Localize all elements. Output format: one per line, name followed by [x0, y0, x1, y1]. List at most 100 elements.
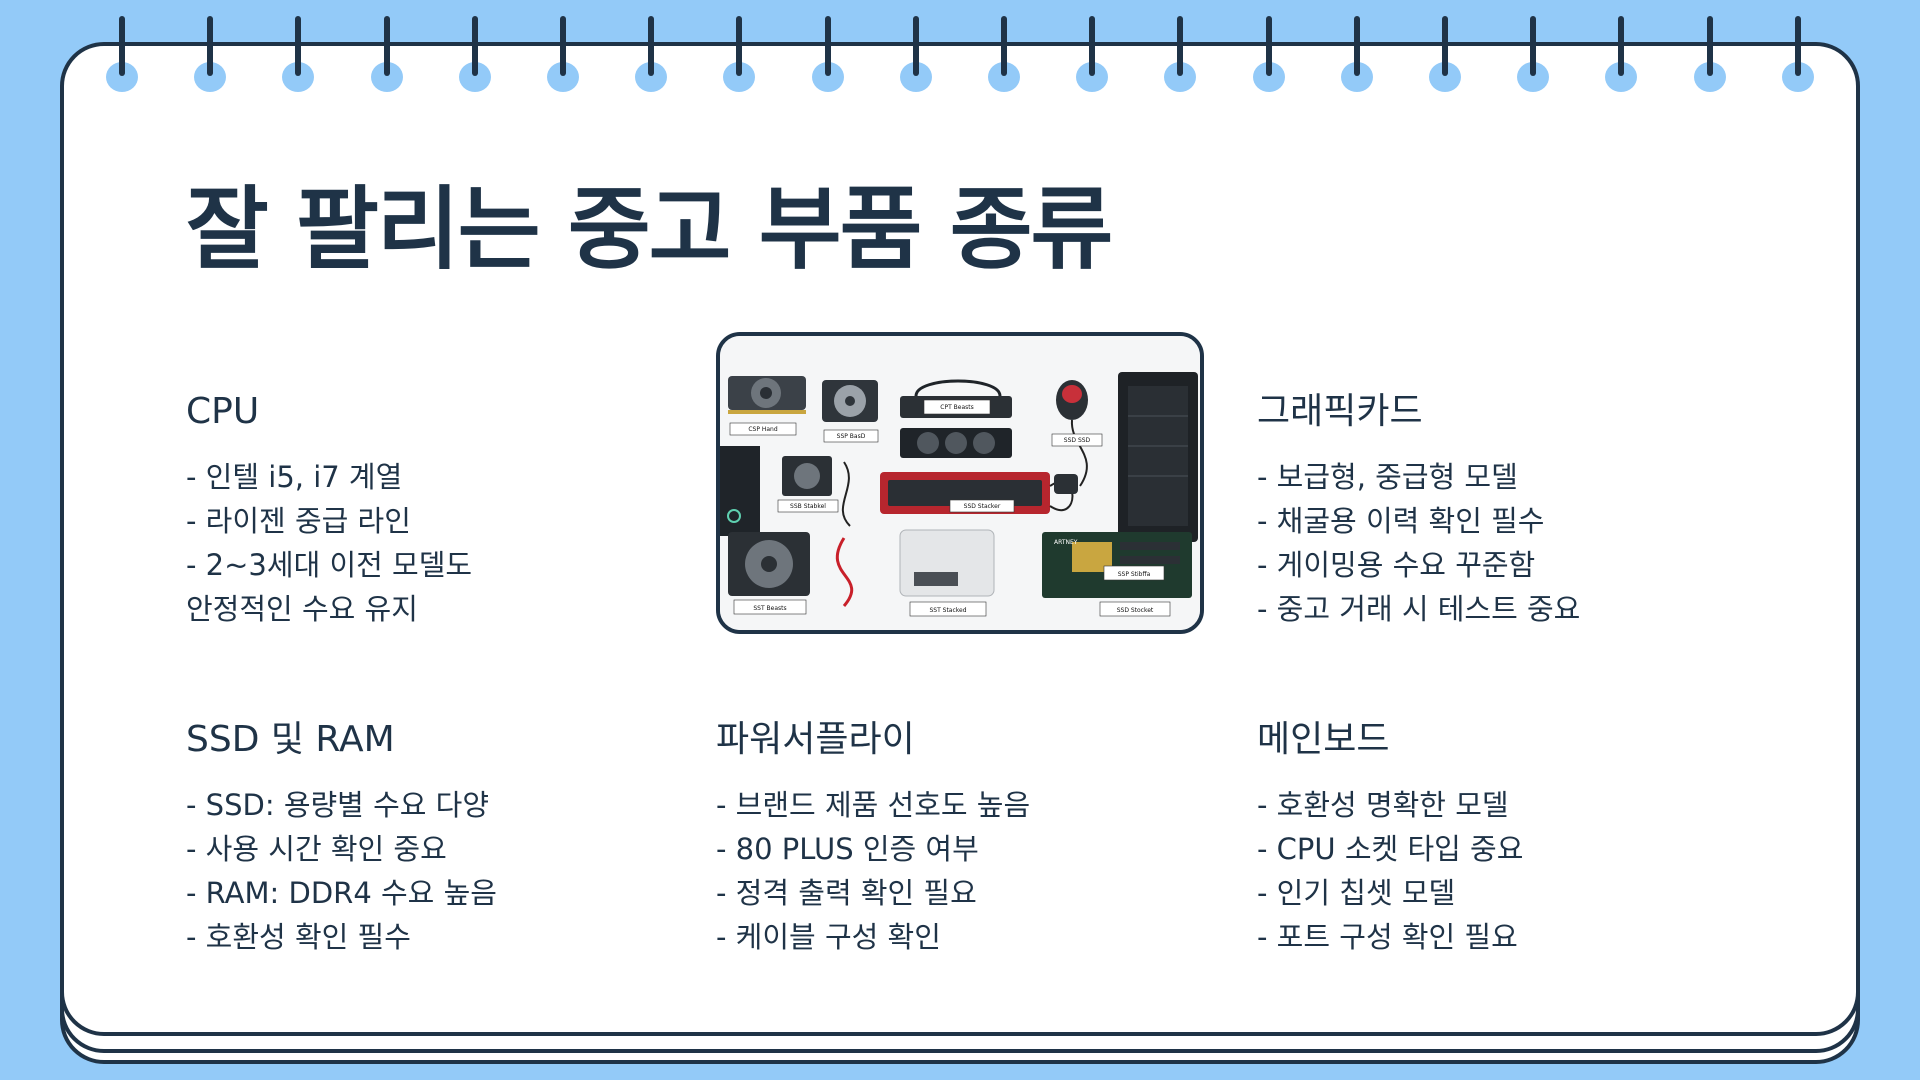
small-gpu-icon: [782, 456, 832, 496]
cooling-fan-icon: [822, 380, 878, 422]
spiral-ring: [357, 0, 417, 95]
label-tag: [1051, 433, 1103, 447]
photo-label: SSB Stabkel: [790, 503, 826, 510]
photo-brand-label: ARTNEY: [1054, 539, 1078, 546]
cable-icon: [841, 461, 851, 527]
photo-label: SSD Stocket: [1117, 607, 1154, 614]
label-tag: [729, 422, 797, 436]
spiral-ring: [709, 0, 769, 95]
section-gpu: 그래픽카드 - 보급형, 중급형 모델 - 채굴용 이력 확인 필수 - 게이밍…: [1257, 390, 1580, 631]
motherboard-icon: [1042, 532, 1192, 598]
binding-wire: [1089, 16, 1096, 76]
binding-wire: [383, 16, 390, 76]
slide-title: 잘 팔리는 중고 부품 종류: [186, 177, 1113, 282]
binding-wire: [1618, 16, 1625, 76]
label-tag: [733, 599, 807, 615]
list-item: - SSD: 용량별 수요 다양: [186, 788, 490, 823]
photo-label: SST Beasts: [753, 605, 786, 612]
binding-wire: [824, 16, 831, 76]
list-item: - CPU 소켓 타입 중요: [1257, 832, 1524, 867]
section-cpu: CPU - 인텔 i5, i7 계열 - 라이젠 중급 라인 - 2~3세대 이…: [186, 390, 472, 631]
label-tag: [923, 399, 991, 415]
photo-label: CSP Hand: [748, 426, 778, 433]
photo-label: SSP BasD: [837, 433, 866, 440]
label-tag: [1103, 565, 1165, 581]
section-ssd-ram: SSD 및 RAM - SSD: 용량별 수요 다양 - 사용 시간 확인 중요…: [186, 718, 497, 959]
list-item: - 2~3세대 이전 모델도: [186, 548, 473, 583]
binding-wire: [648, 16, 655, 76]
spiral-ring: [1503, 0, 1563, 95]
label-tag: [777, 499, 839, 513]
spiral-ring: [533, 0, 593, 95]
section-items: - 인텔 i5, i7 계열 - 라이젠 중급 라인 - 2~3세대 이전 모델…: [186, 455, 472, 631]
list-item: - 케이블 구성 확인: [716, 920, 941, 955]
photo-label: CPT Beasts: [940, 404, 973, 411]
binding-wire: [295, 16, 302, 76]
spiral-ring: [798, 0, 858, 95]
spiral-ring: [1415, 0, 1475, 95]
spiral-ring: [1150, 0, 1210, 95]
section-heading: CPU: [186, 391, 260, 432]
binding-wire: [119, 16, 125, 76]
list-item: - 게이밍용 수요 꾸준함: [1257, 548, 1536, 583]
list-item: - 인텔 i5, i7 계열: [186, 460, 403, 495]
spiral-ring: [886, 0, 946, 95]
graphics-card-icon: [728, 376, 806, 414]
red-cable-icon: [835, 537, 854, 607]
list-item: - 라이젠 중급 라인: [186, 504, 411, 539]
list-item: - 호환성 명확한 모델: [1257, 788, 1509, 823]
pc-parts-illustration: CSP Hand SSP BasD CPT Beasts SSD SSD: [720, 336, 1200, 630]
binding-wire: [471, 16, 478, 76]
mouse-icon: [1056, 380, 1088, 487]
spiral-ring: [92, 0, 152, 95]
binding-wire: [1530, 16, 1537, 76]
list-item: - 브랜드 제품 선호도 높음: [716, 788, 1031, 823]
label-tag: [949, 499, 1015, 513]
spiral-ring: [180, 0, 240, 95]
section-heading: SSD 및 RAM: [186, 719, 395, 760]
binding-wire: [1353, 16, 1360, 76]
section-motherboard: 메인보드 - 호환성 명확한 모델 - CPU 소켓 타입 중요 - 인기 칩셋…: [1257, 718, 1523, 959]
pc-case-edge-icon: [720, 446, 760, 536]
binding-wire: [1794, 16, 1801, 76]
spiral-ring: [1680, 0, 1740, 95]
spiral-ring: [1239, 0, 1299, 95]
list-item: - 80 PLUS 인증 여부: [716, 832, 979, 867]
spiral-ring: [621, 0, 681, 95]
photo-label: SSP Stibffa: [1118, 571, 1151, 578]
pc-parts-photo: CSP Hand SSP BasD CPT Beasts SSD SSD: [716, 332, 1204, 634]
binding-wire: [1177, 16, 1184, 76]
section-heading: 메인보드: [1257, 719, 1390, 760]
binding-wire: [560, 16, 566, 76]
list-item: - 정격 출력 확인 필요: [716, 876, 977, 911]
spiral-ring: [1768, 0, 1828, 95]
section-psu: 파워서플라이 - 브랜드 제품 선호도 높음 - 80 PLUS 인증 여부 -…: [716, 718, 1030, 959]
section-heading: 파워서플라이: [716, 719, 915, 760]
photo-label: SST Stacked: [929, 607, 966, 614]
binding-wire: [1442, 16, 1448, 76]
section-items: - SSD: 용량별 수요 다양 - 사용 시간 확인 중요 - RAM: DD…: [186, 783, 497, 959]
section-items: - 브랜드 제품 선호도 높음 - 80 PLUS 인증 여부 - 정격 출력 …: [716, 783, 1030, 959]
spiral-ring: [445, 0, 505, 95]
list-item: - 포트 구성 확인 필요: [1257, 920, 1518, 955]
list-item: - RAM: DDR4 수요 높음: [186, 876, 497, 911]
label-tag: [909, 601, 987, 617]
connector-icon: [1054, 474, 1078, 494]
list-item: - 사용 시간 확인 중요: [186, 832, 447, 867]
binding-wire: [1265, 16, 1272, 76]
label-tag: [823, 429, 879, 443]
pc-tower-icon: [1118, 372, 1198, 542]
section-items: - 호환성 명확한 모델 - CPU 소켓 타입 중요 - 인기 칩셋 모델 -…: [1257, 783, 1523, 959]
photo-label: SSD SSD: [1064, 437, 1091, 444]
section-heading: 그래픽카드: [1257, 391, 1423, 432]
label-tag: [1099, 601, 1171, 617]
power-supply-icon: [728, 532, 810, 596]
binding-wire: [736, 16, 743, 76]
list-item: - 채굴용 이력 확인 필수: [1257, 504, 1545, 539]
binding-wire: [912, 16, 919, 76]
photo-label: SSD Stacker: [964, 503, 1001, 510]
spiral-ring: [1062, 0, 1122, 95]
list-item: - 호환성 확인 필수: [186, 920, 411, 955]
spiral-ring: [974, 0, 1034, 95]
list-item: - 중고 거래 시 테스트 중요: [1257, 592, 1581, 627]
